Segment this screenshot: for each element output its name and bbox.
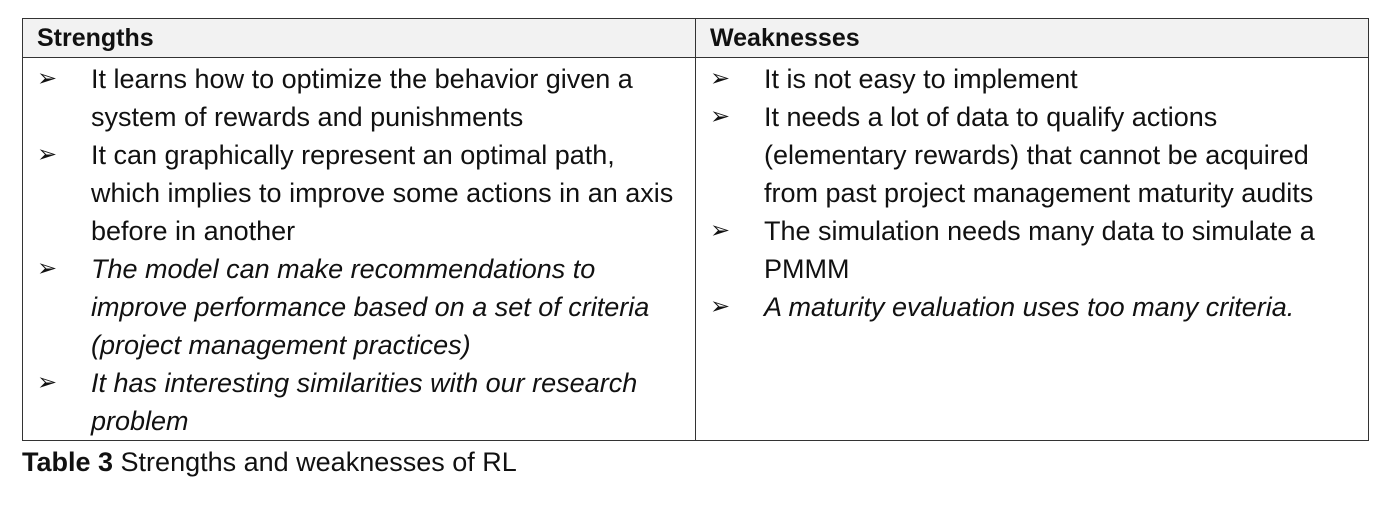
strengths-cell: ➢ It learns how to optimize the behavior …	[22, 57, 696, 441]
list-item-text: It is not easy to implement	[764, 64, 1078, 94]
list-item: ➢ The model can make recommendations to i…	[37, 250, 687, 364]
weaknesses-cell: ➢ It is not easy to implement ➢ It needs a …	[695, 57, 1369, 441]
strengths-list: ➢ It learns how to optimize the behavior …	[37, 60, 687, 440]
arrowhead-bullet-icon: ➢	[37, 141, 58, 168]
list-item-text: It can graphically represent an optimal …	[91, 140, 674, 246]
arrowhead-bullet-icon: ➢	[710, 65, 731, 92]
list-item: ➢ A maturity evaluation uses too many cri…	[710, 288, 1360, 326]
caption-text: Strengths and weaknesses of RL	[113, 447, 517, 477]
weaknesses-list: ➢ It is not easy to implement ➢ It needs a …	[710, 60, 1360, 326]
list-item: ➢ It is not easy to implement	[710, 60, 1360, 98]
list-item-text: A maturity evaluation uses too many crit…	[764, 292, 1295, 322]
caption-label: Table 3	[22, 447, 114, 477]
arrowhead-bullet-icon: ➢	[37, 369, 58, 396]
table-body-row: ➢ It learns how to optimize the behavior …	[22, 57, 1369, 441]
list-item-text: It needs a lot of data to qualify action…	[764, 102, 1314, 208]
list-item: ➢ It learns how to optimize the behavior …	[37, 60, 687, 136]
table-header-row: Strengths Weaknesses	[22, 18, 1369, 58]
arrowhead-bullet-icon: ➢	[710, 293, 731, 320]
arrowhead-bullet-icon: ➢	[37, 255, 58, 282]
arrowhead-bullet-icon: ➢	[710, 103, 731, 130]
list-item: ➢ It has interesting similarities with ou…	[37, 364, 687, 440]
table-caption: Table 3 Strengths and weaknesses of RL	[22, 444, 517, 480]
arrowhead-bullet-icon: ➢	[37, 65, 58, 92]
list-item: ➢ It can graphically represent an optimal…	[37, 136, 687, 250]
comparison-table-container: Strengths Weaknesses ➢ It learns how to o…	[22, 18, 1369, 441]
list-item: ➢ The simulation needs many data to simul…	[710, 212, 1360, 288]
arrowhead-bullet-icon: ➢	[710, 217, 731, 244]
strengths-weaknesses-table: Strengths Weaknesses ➢ It learns how to o…	[22, 18, 1369, 441]
list-item: ➢ It needs a lot of data to qualify actio…	[710, 98, 1360, 212]
list-item-text: The simulation needs many data to simula…	[764, 216, 1315, 284]
list-item-text: The model can make recommendations to im…	[91, 254, 650, 360]
header-weaknesses: Weaknesses	[695, 18, 1369, 58]
list-item-text: It has interesting similarities with our…	[91, 368, 638, 436]
header-strengths: Strengths	[22, 18, 696, 58]
list-item-text: It learns how to optimize the behavior g…	[91, 64, 633, 132]
